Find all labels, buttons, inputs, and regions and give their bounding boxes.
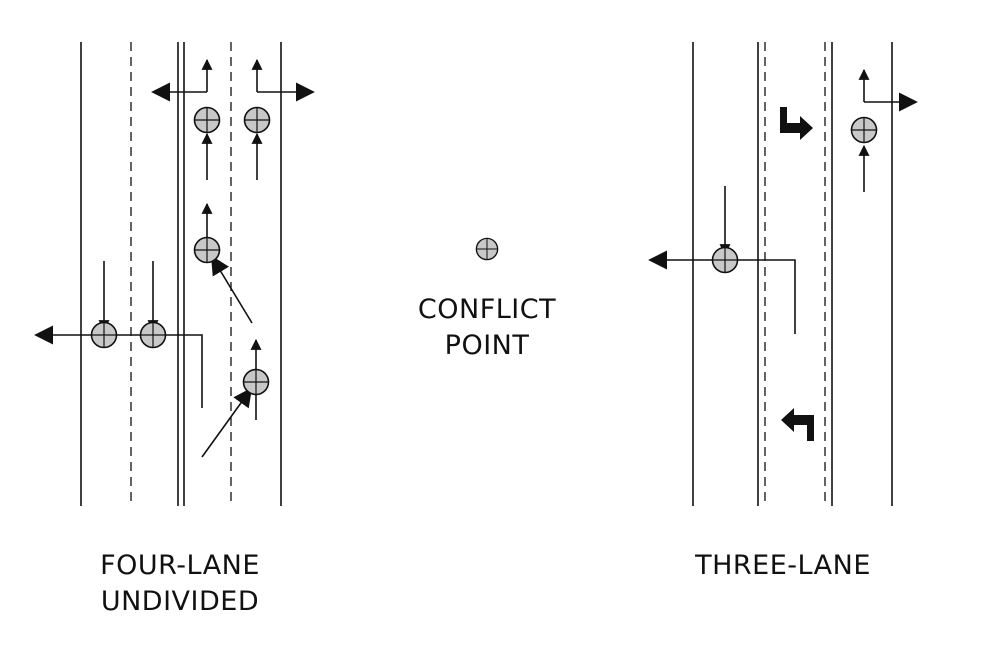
three-lane-title-line-1: THREE-LANE — [695, 550, 871, 581]
conflict-point-icon — [139, 321, 167, 349]
left-turn-path — [34, 325, 203, 408]
bent-arrow-icon — [780, 107, 813, 140]
four-lane-undivided-diagram — [34, 42, 315, 506]
conflict-point-icon — [193, 236, 221, 264]
four-lane-title: FOUR-LANE UNDIVIDED — [60, 548, 300, 620]
conflict-point-icon — [90, 321, 118, 349]
three-lane-conflict-points — [711, 116, 878, 274]
conflict-point-icon — [243, 106, 271, 134]
conflict-point-icon — [242, 368, 270, 396]
legend — [475, 237, 499, 261]
four-lane-conflict-points — [90, 106, 271, 396]
legend-conflict-point-icon — [475, 237, 499, 261]
conflict-point-icon — [193, 106, 221, 134]
three-lane-title: THREE-LANE — [673, 548, 893, 584]
four-lane-title-line-2: UNDIVIDED — [100, 586, 260, 617]
pavement-turn-arrows — [780, 107, 814, 441]
left-turn-path — [648, 250, 796, 334]
conflict-point-icon — [711, 246, 739, 274]
legend-label: CONFLICT POINT — [387, 292, 587, 364]
three-lane-diagram — [648, 42, 918, 506]
movement-arrow — [201, 387, 253, 458]
legend-label-line-2: POINT — [444, 330, 530, 361]
movement-arrow — [211, 255, 253, 324]
conflict-point-icon — [850, 116, 878, 144]
four-lane-title-line-1: FOUR-LANE — [100, 550, 260, 581]
bent-arrow-icon — [781, 408, 814, 441]
legend-label-line-1: CONFLICT — [417, 294, 557, 325]
